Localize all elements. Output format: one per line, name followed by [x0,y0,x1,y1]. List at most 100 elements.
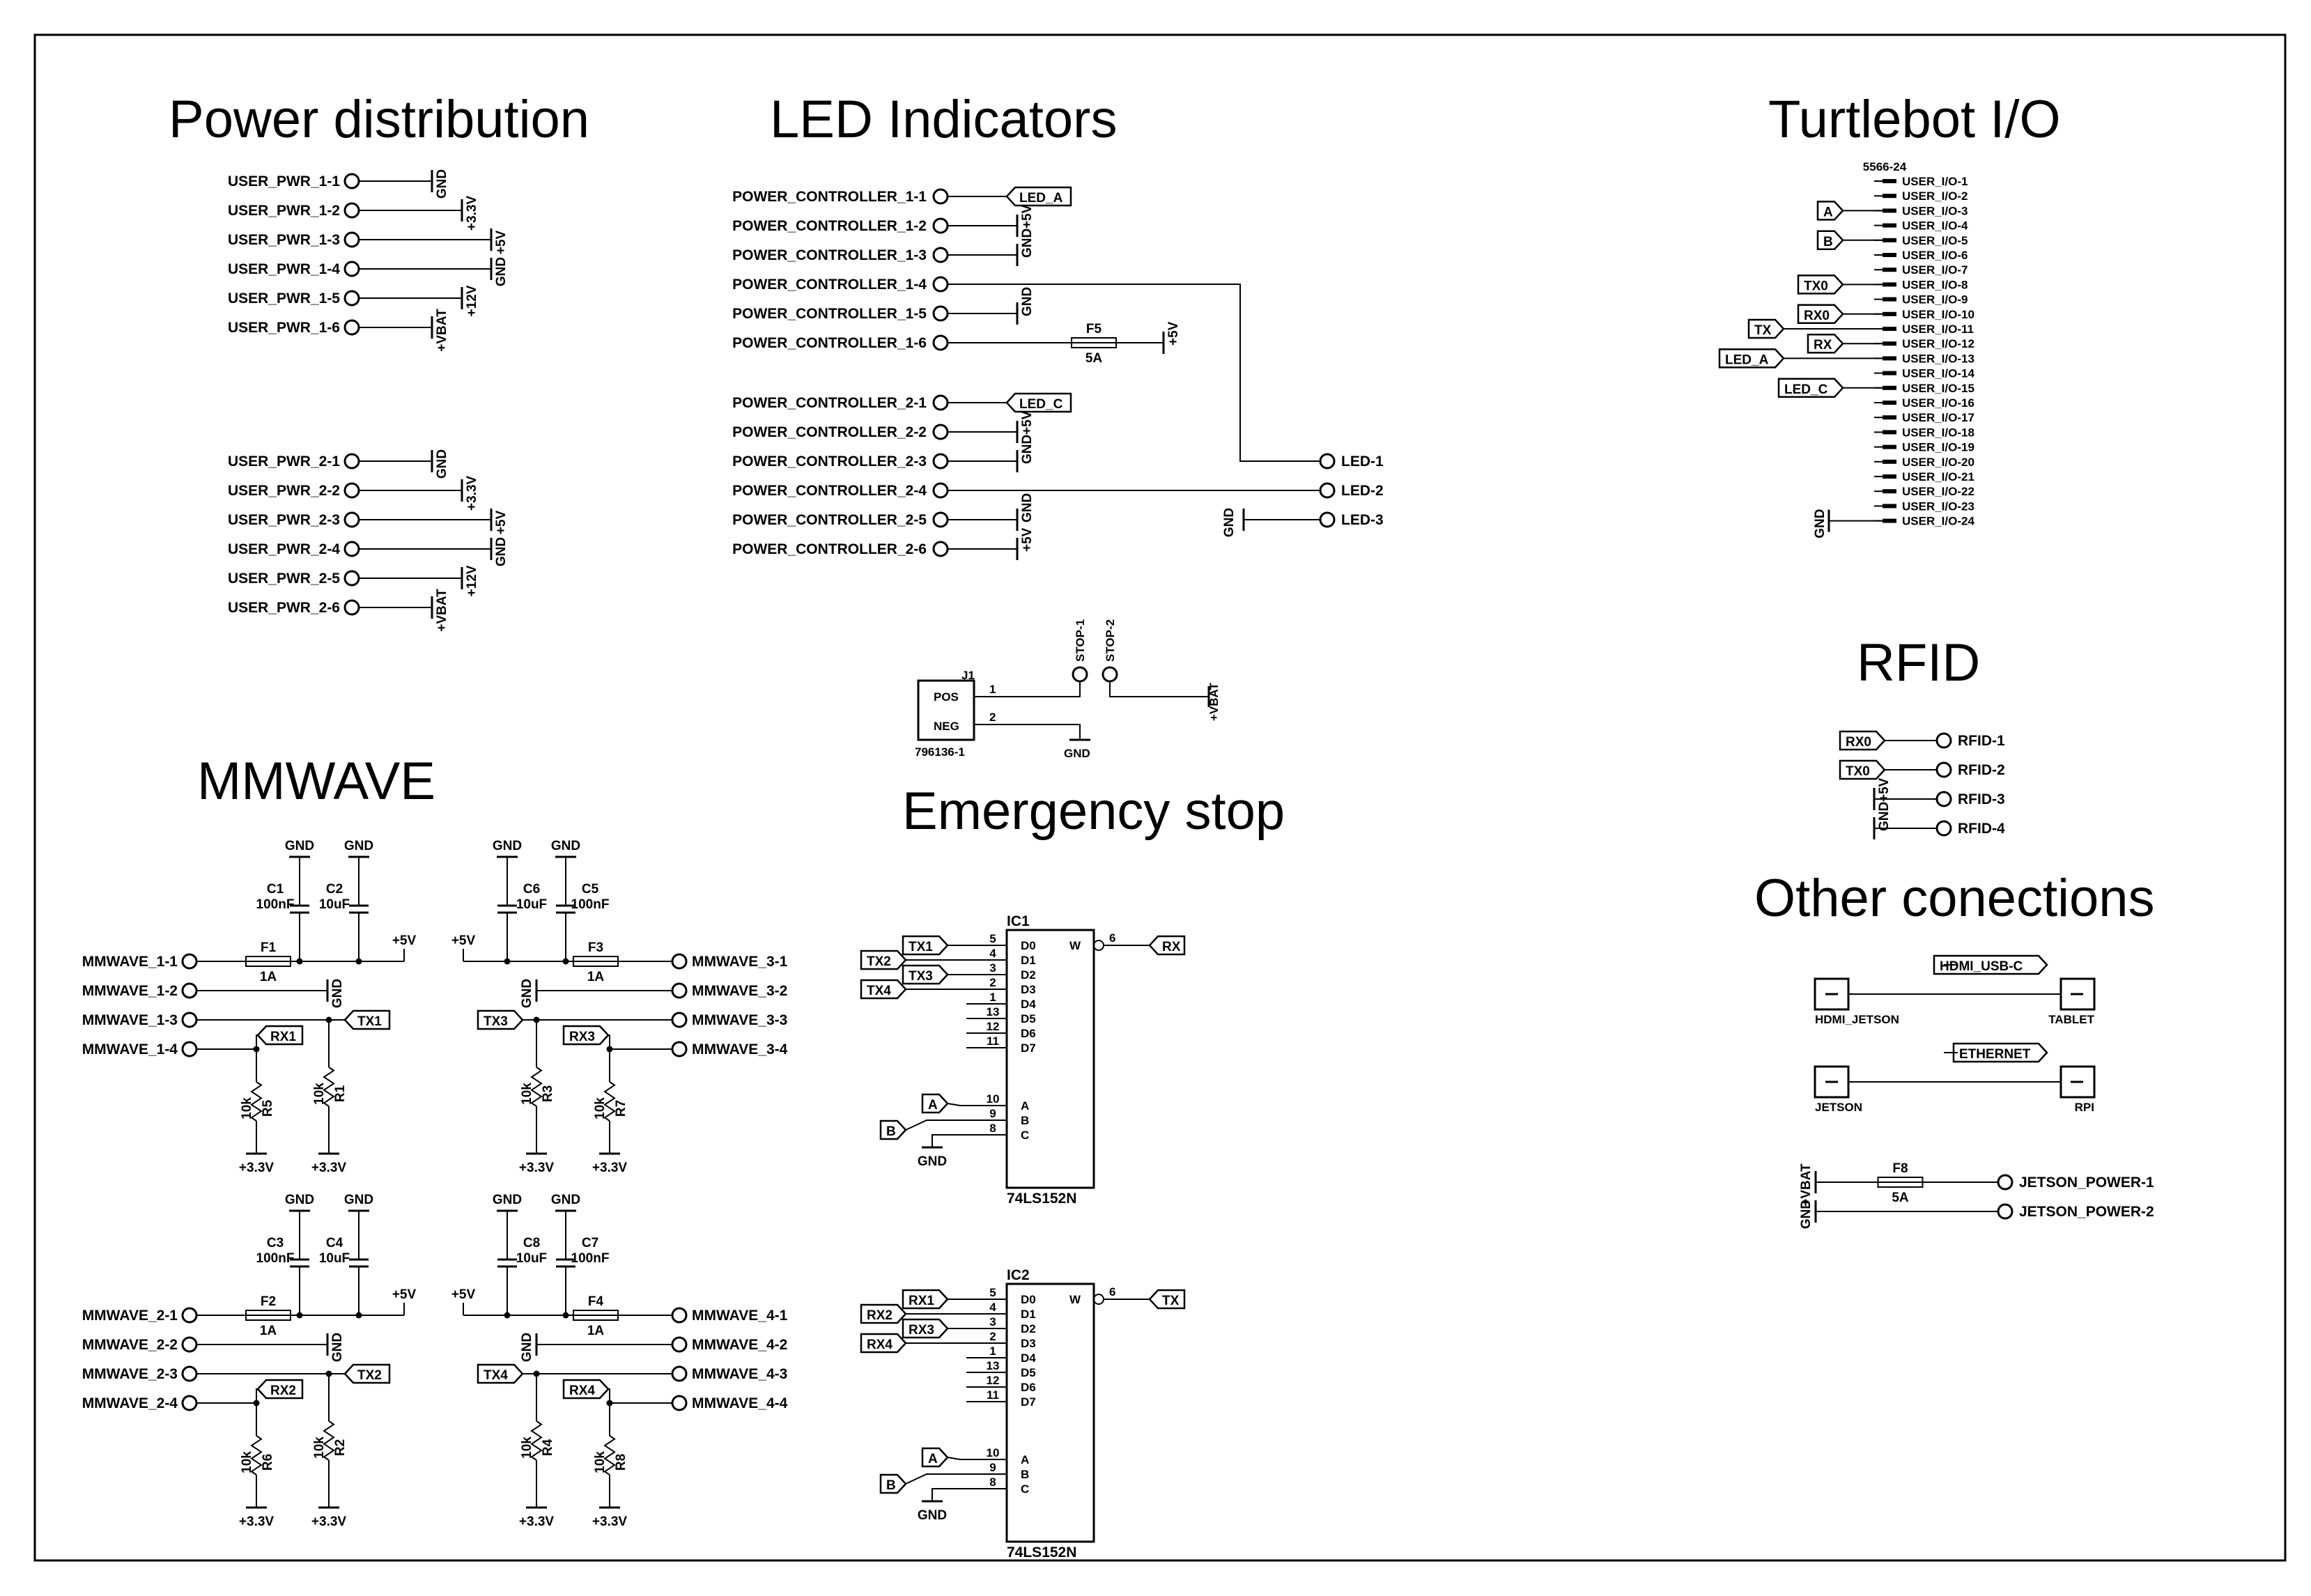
user-pwr-terminal[interactable] [343,453,360,470]
user-io-pin-label: USER_I/O-18 [1902,426,1974,439]
mmwave-terminal[interactable] [181,1307,198,1324]
user-pwr-terminal[interactable] [343,570,360,587]
terminal[interactable] [932,305,949,322]
resistor-value: 10k [240,1097,254,1119]
jetson-power-terminal[interactable] [1997,1174,2014,1191]
mux-ic-body [1005,1283,1095,1543]
mux-pin-number: 11 [987,1388,999,1402]
user-io-pin-label: USER_I/O-24 [1902,515,1974,528]
user-pwr-terminal[interactable] [343,319,360,336]
user-pwr-pin-label: USER_PWR_1-3 [228,232,340,248]
mux-pin-number: 5 [989,1286,996,1299]
cap-ref: C4 [326,1236,343,1250]
user-pwr-terminal[interactable] [343,173,360,189]
mmwave-rx-tag [256,1379,304,1400]
user-io-pin-label: USER_I/O-14 [1902,367,1974,380]
user-pwr-terminal[interactable] [343,482,360,499]
terminal[interactable] [932,453,949,470]
rfid-terminal[interactable] [1935,791,1952,807]
gnd-label: +3.3V [239,1514,275,1529]
terminal[interactable] [932,247,949,263]
user-pwr-terminal[interactable] [343,290,360,307]
user-pwr-terminal[interactable] [343,511,360,528]
mux-pin-name: W [1069,1293,1081,1306]
mmwave-rx-tag-label: RX2 [270,1384,296,1398]
mmwave-terminal[interactable] [181,1012,198,1028]
jetson-power-label: JETSON_POWER-1 [2019,1175,2154,1191]
led-terminal[interactable] [1319,482,1336,499]
mmwave-terminal[interactable] [671,1012,688,1028]
mux-pin-number: 13 [987,1005,1000,1018]
mmwave-pin-label: MMWAVE_4-1 [692,1308,788,1324]
mmwave-pin-label: MMWAVE_2-2 [82,1337,178,1353]
resistor-ref: R6 [261,1454,275,1471]
turtlebot-tag-a-label: A [1823,205,1833,219]
title-rfid: RFID [1857,633,1980,692]
user-pwr-terminal[interactable] [343,541,360,557]
mmwave-gnd-label: GND [330,979,345,1008]
mmwave-terminal[interactable] [671,1336,688,1353]
jetson-power-terminal[interactable] [1997,1203,2014,1220]
mux-ic-ref: IC2 [1007,1267,1030,1283]
mmwave-terminal[interactable] [181,982,198,999]
mmwave-terminal[interactable] [181,1041,198,1057]
mmwave-tx-tag [343,1363,391,1384]
mmwave-pin-label: MMWAVE_4-3 [692,1366,787,1382]
estop-pos-label: POS [934,690,959,704]
user-pwr-pin-label: USER_PWR_2-2 [228,483,340,499]
rfid-terminal[interactable] [1935,820,1952,837]
resistor-value: 10k [520,1083,534,1105]
header-pin-mark [1883,504,1896,509]
mmwave-terminal[interactable] [671,1395,688,1411]
mmwave-pin-label: MMWAVE_3-3 [692,1012,787,1028]
power-symbol: GND [1877,802,1892,831]
led-terminal[interactable] [1319,453,1336,470]
terminal[interactable] [932,217,949,234]
header-pin-mark [1883,327,1896,331]
mmwave-terminal[interactable] [671,1041,688,1057]
mmwave-terminal[interactable] [671,1307,688,1324]
mux-input-tag-label: TX4 [867,984,891,998]
header-pin-mark [1883,208,1896,213]
mmwave-tx-tag-label: TX4 [484,1368,508,1383]
user-pwr-pin-label: USER_PWR_1-5 [228,290,340,307]
stop-2-terminal[interactable] [1102,666,1118,683]
resistor-ref: R3 [541,1085,555,1102]
mmwave-terminal[interactable] [671,1365,688,1382]
mmwave-terminal[interactable] [671,953,688,970]
gnd-label: +3.3V [239,1161,275,1175]
mmwave-pin-label: MMWAVE_2-1 [82,1308,178,1324]
power-controller-pin-label: POWER_CONTROLLER_1-5 [732,306,927,322]
mmwave-terminal[interactable] [181,1365,198,1382]
user-pwr-terminal[interactable] [343,261,360,277]
mmwave-terminal[interactable] [671,982,688,999]
terminal[interactable] [932,482,949,499]
terminal[interactable] [932,424,949,440]
mmwave-pin-label: MMWAVE_1-3 [82,1012,178,1028]
rfid-terminal[interactable] [1935,761,1952,778]
user-pwr-terminal[interactable] [343,202,360,219]
mmwave-terminal[interactable] [181,1395,198,1411]
terminal[interactable] [932,334,949,351]
power-symbol: +5V [1020,204,1035,228]
user-pwr-pin-label: USER_PWR_1-6 [228,320,340,336]
rfid-terminal[interactable] [1935,732,1952,749]
title-turtlebot-io: Turtlebot I/O [1768,90,2061,149]
mmwave-pin-label: MMWAVE_4-4 [692,1395,788,1411]
mux-input-tag [860,1333,907,1354]
mmwave-terminal[interactable] [181,953,198,970]
led-terminal[interactable] [1319,511,1336,528]
mux-select-a-tag-label: A [928,1098,938,1113]
user-pwr-terminal[interactable] [343,231,360,248]
terminal[interactable] [932,188,949,205]
user-pwr-terminal[interactable] [343,599,360,616]
power-controller-pin-label: POWER_CONTROLLER_2-6 [732,541,927,557]
terminal[interactable] [932,511,949,528]
turtlebot-tag-tx [1747,318,1785,339]
terminal[interactable] [932,541,949,557]
stop-1-terminal[interactable] [1072,666,1088,683]
terminal[interactable] [932,276,949,293]
terminal[interactable] [932,394,949,411]
mux-input-tag [860,1303,907,1324]
mmwave-terminal[interactable] [181,1336,198,1353]
